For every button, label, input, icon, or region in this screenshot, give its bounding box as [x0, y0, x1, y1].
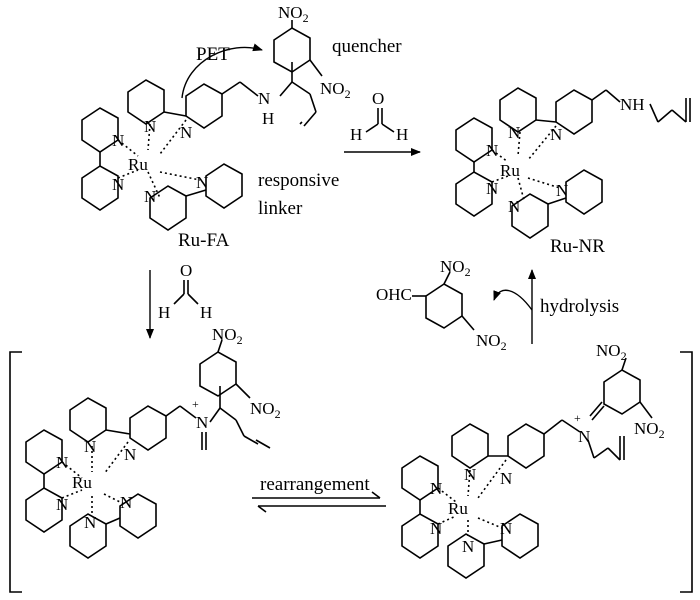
linker-label: linker [258, 198, 303, 219]
nh-h-atom: H [262, 109, 274, 128]
quencher-label: quencher [332, 36, 402, 57]
no2-group: NO2 [250, 399, 281, 421]
n-atom: N [196, 173, 208, 192]
n-atom: N [486, 179, 498, 198]
n-atom: N [500, 469, 512, 488]
n-atom: N [112, 175, 124, 194]
ru-fa-molecule: Ru N N N N N N N H NO2 NO2 [81, 3, 351, 231]
pyridine-ring [69, 397, 107, 443]
h-atom: H [350, 125, 362, 144]
n-atom: N [464, 465, 476, 484]
benzene-ring [603, 369, 641, 415]
no2-group: NO2 [320, 79, 351, 101]
pyridine-ring [69, 513, 107, 559]
ru-atom: Ru [500, 161, 520, 180]
iminium-n-atom: N [578, 427, 590, 446]
n-atom: N [84, 513, 96, 532]
pyridine-ring [511, 193, 549, 239]
hydrolysis-label: hydrolysis [540, 296, 619, 317]
pyridine-ring [185, 83, 223, 129]
ru-nr-label: Ru-NR [550, 236, 605, 257]
responsive-label: responsive [258, 170, 339, 191]
ohc-group: OHC [376, 285, 412, 304]
n-atom: N [556, 181, 568, 200]
pyridine-ring [447, 533, 485, 579]
ru-atom: Ru [128, 155, 148, 174]
pyridine-ring [129, 405, 167, 451]
nh-n-atom: N [258, 89, 270, 108]
h-atom: H [200, 303, 212, 322]
n-atom: N [430, 519, 442, 538]
hydrolysis-release-arrow [493, 289, 533, 311]
ru-fa-label: Ru-FA [178, 230, 230, 251]
n-atom: N [144, 187, 156, 206]
n-atom: N [56, 453, 68, 472]
n-atom: N [84, 437, 96, 456]
pyridine-ring [205, 163, 243, 209]
n-atom: N [550, 125, 562, 144]
ru-atom: Ru [448, 499, 468, 518]
iminium-intermediate-1: Ru N N N N N N N + NO2 NO2 [25, 325, 281, 559]
o-atom: O [372, 89, 384, 108]
n-atom: N [462, 537, 474, 556]
n-atom: N [56, 495, 68, 514]
n-atom: N [500, 519, 512, 538]
n-atom: N [180, 123, 192, 142]
plus-charge: + [574, 411, 581, 425]
ru-nr-molecule: Ru N N N N N N NH [455, 87, 691, 239]
n-atom: N [486, 141, 498, 160]
pyridine-ring [507, 423, 545, 469]
n-atom: N [508, 197, 520, 216]
pyridine-ring [149, 185, 187, 231]
no2-group: NO2 [212, 325, 243, 347]
pyridine-ring [501, 513, 539, 559]
no2-group: NO2 [634, 419, 665, 441]
benzene-ring [425, 283, 463, 329]
n-atom: N [508, 123, 520, 142]
n-atom: N [120, 493, 132, 512]
n-atom: N [112, 131, 124, 150]
pyridine-ring [119, 493, 157, 539]
nh-group: NH [620, 95, 645, 114]
h-atom: H [158, 303, 170, 322]
formaldehyde-down: O H H [158, 261, 212, 322]
o-atom: O [180, 261, 192, 280]
no2-group: NO2 [440, 257, 471, 279]
iminium-n-atom: N [196, 413, 208, 432]
iminium-intermediate-2: Ru N N N N N N N + NO2 NO2 [401, 341, 665, 579]
h-atom: H [396, 125, 408, 144]
pyridine-ring [451, 423, 489, 469]
pyridine-ring [565, 169, 603, 215]
n-atom: N [144, 117, 156, 136]
formaldehyde-top: O H H [350, 89, 408, 144]
n-atom: N [430, 479, 442, 498]
dinitrobenzaldehyde: OHC NO2 NO2 [376, 257, 507, 353]
no2-group: NO2 [596, 341, 627, 363]
benzene-ring [199, 351, 237, 397]
n-atom: N [124, 445, 136, 464]
ru-atom: Ru [72, 473, 92, 492]
no2-group: NO2 [476, 331, 507, 353]
right-bracket [680, 351, 693, 593]
left-bracket [9, 351, 22, 593]
equilibrium-arrows [252, 491, 386, 513]
pet-arrow [181, 43, 263, 99]
rearrangement-label: rearrangement [260, 474, 370, 495]
plus-charge: + [192, 397, 199, 411]
no2-group: NO2 [278, 3, 309, 25]
